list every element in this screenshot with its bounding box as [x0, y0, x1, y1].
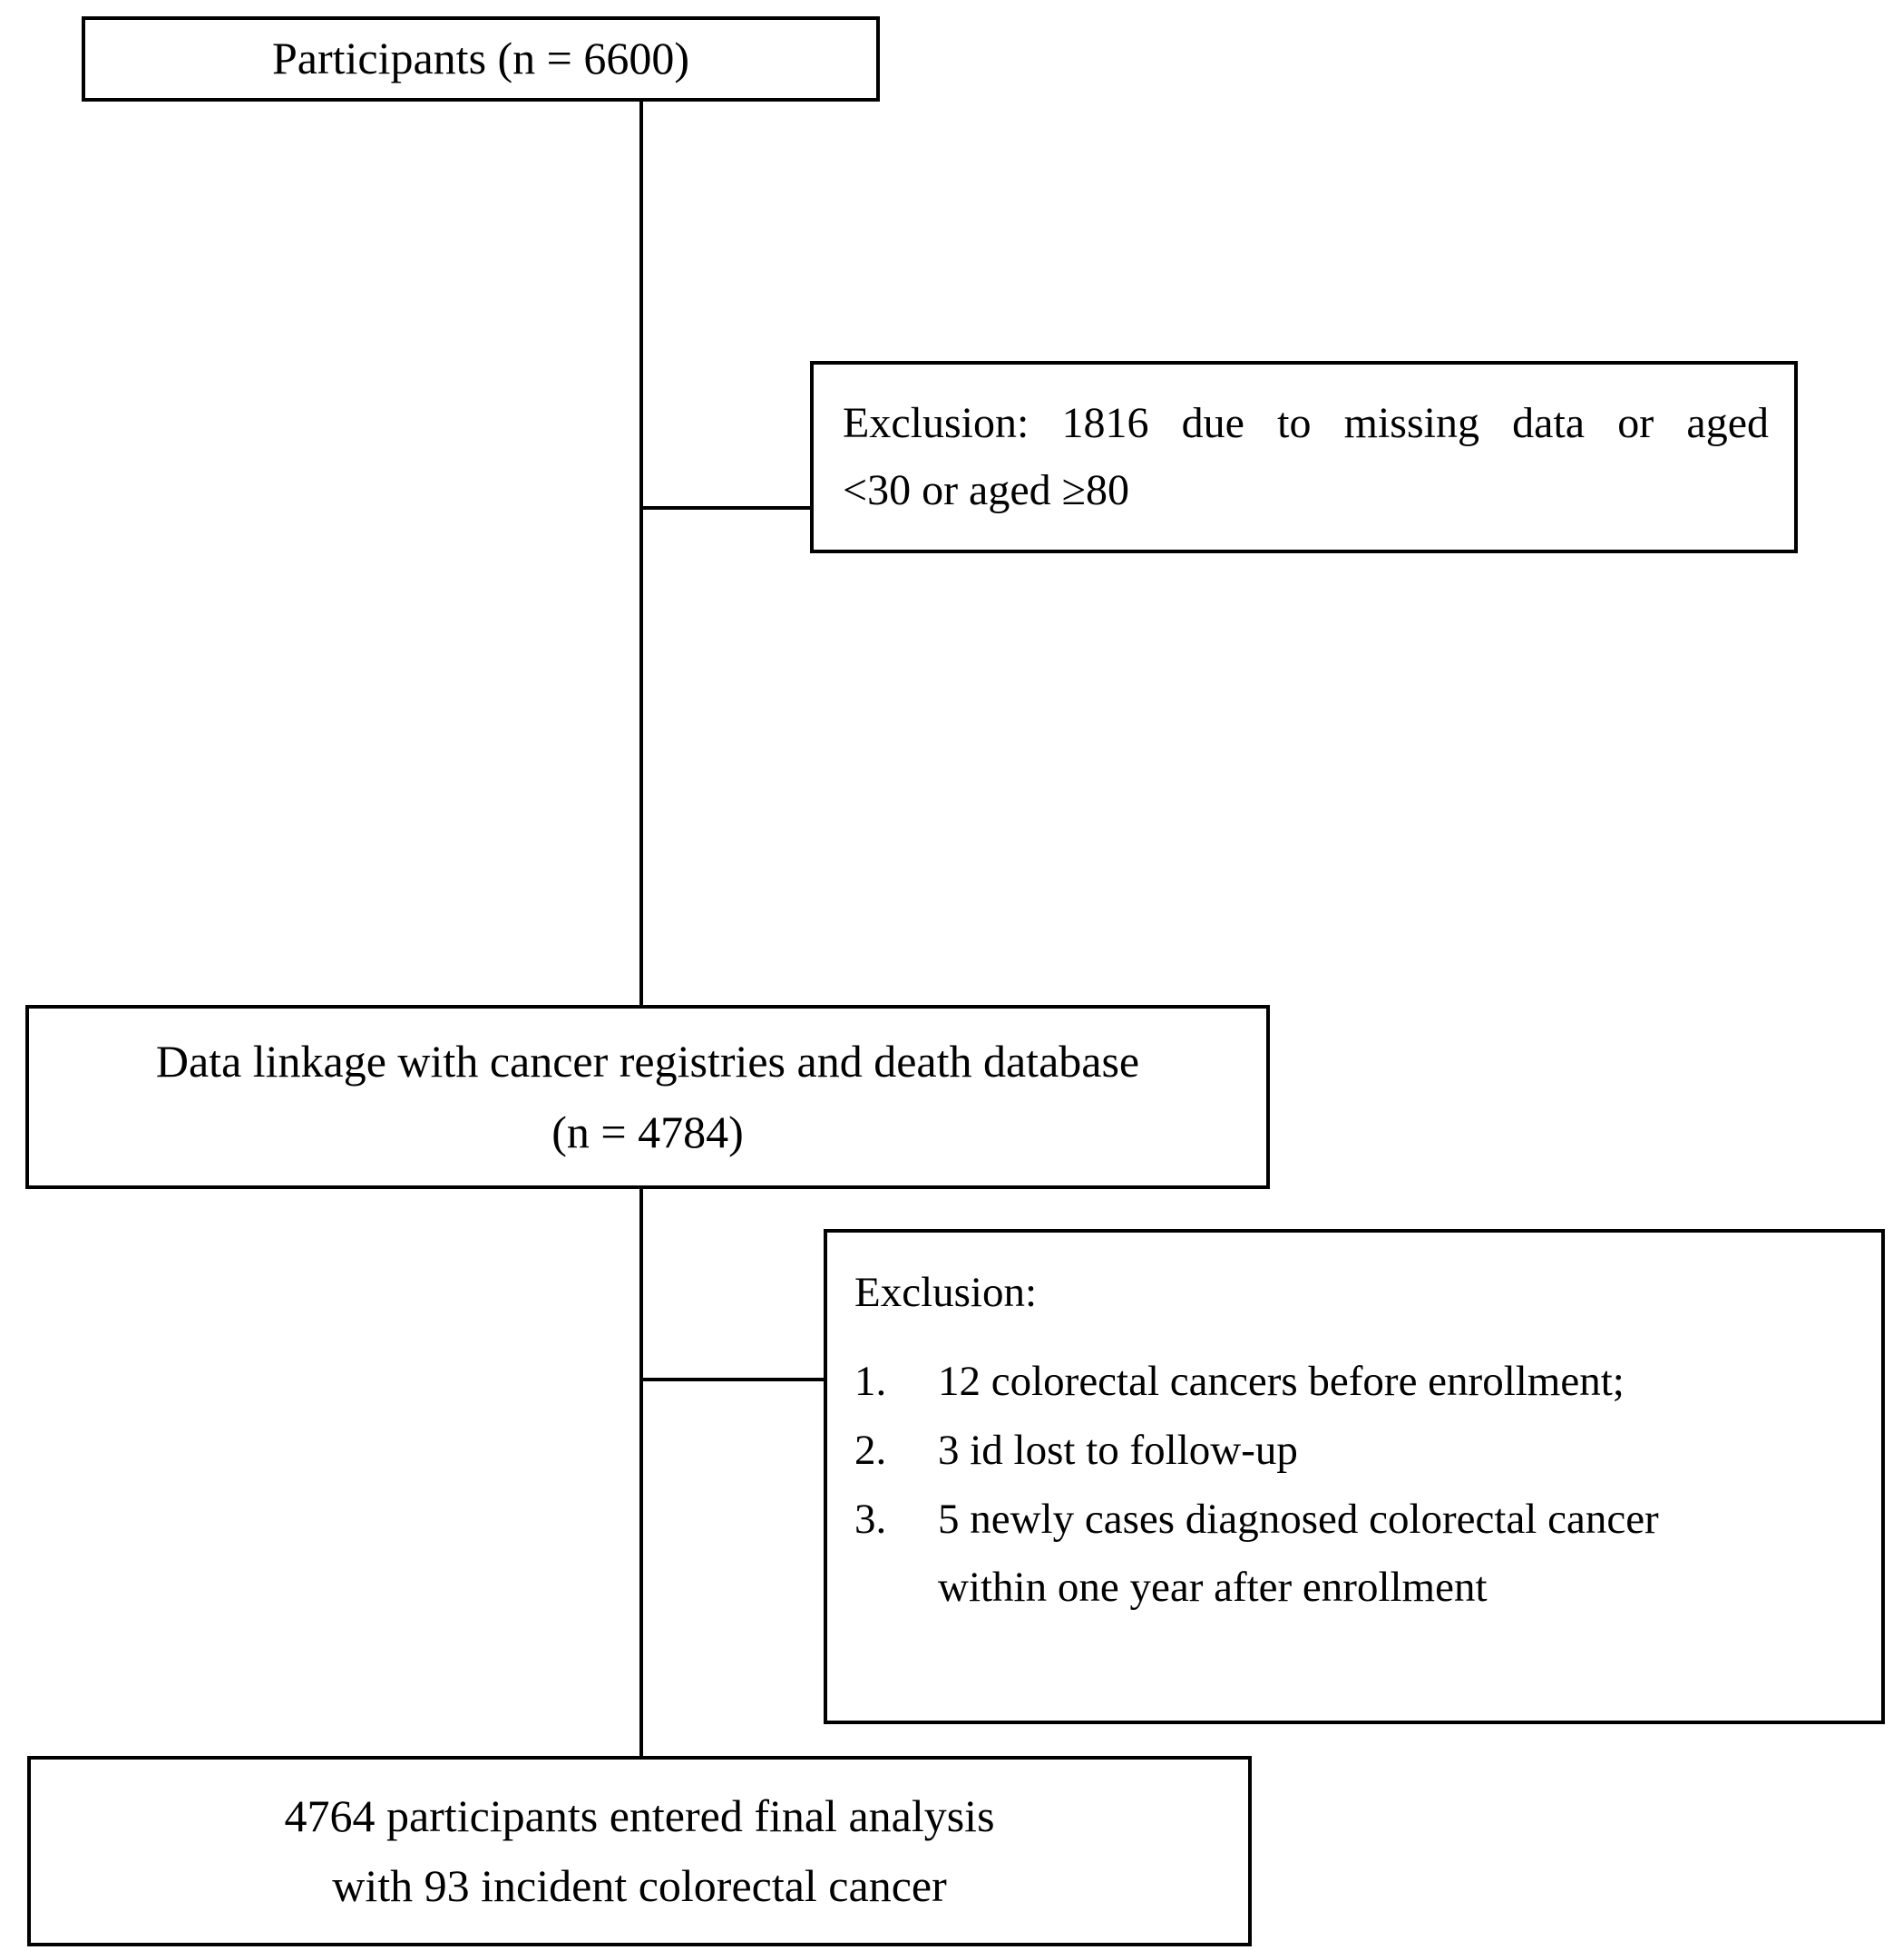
connector-participants-to-linkage — [639, 102, 643, 1007]
data-linkage-line-1: Data linkage with cancer registries and … — [155, 1036, 1140, 1087]
connector-to-exclusion-1 — [639, 506, 812, 510]
exclusion-2-heading: Exclusion: — [854, 1269, 1038, 1316]
list-item-text: 5 newly cases diagnosed colorectal cance… — [938, 1486, 1863, 1621]
node-final-analysis: 4764 participants entered final analysis… — [27, 1756, 1252, 1946]
exclusion-1-line-2: <30 or aged ≥80 — [843, 466, 1130, 514]
list-item-number: 2. — [854, 1427, 887, 1475]
data-linkage-line-2: (n = 4784) — [551, 1106, 744, 1157]
node-data-linkage: Data linkage with cancer registries and … — [25, 1005, 1270, 1189]
exclusion-2-list-item: 3. 5 newly cases diagnosed colorectal ca… — [854, 1486, 1863, 1621]
node-exclusion-2: Exclusion: 1. 12 colorectal cancers befo… — [824, 1229, 1885, 1724]
list-item-main-line: 12 colorectal cancers before enrollment; — [938, 1357, 1625, 1405]
list-item-main-line: 5 newly cases diagnosed colorectal cance… — [938, 1496, 1659, 1544]
list-item-text: 12 colorectal cancers before enrollment; — [938, 1348, 1863, 1415]
list-item-main-line: 3 id lost to follow-up — [938, 1427, 1298, 1475]
connector-linkage-to-final — [639, 1189, 643, 1758]
list-item-number: 1. — [854, 1357, 887, 1405]
exclusion-2-list: 1. 12 colorectal cancers before enrollme… — [854, 1348, 1863, 1623]
connector-to-exclusion-2 — [639, 1378, 825, 1381]
participants-label: Participants (n = 6600) — [271, 33, 690, 84]
list-item-number: 3. — [854, 1496, 887, 1544]
final-analysis-line-1: 4764 participants entered final analysis — [284, 1789, 995, 1841]
list-item-text: 3 id lost to follow-up — [938, 1417, 1863, 1484]
final-analysis-line-2: with 93 incident colorectal cancer — [332, 1860, 947, 1911]
exclusion-2-list-item: 1. 12 colorectal cancers before enrollme… — [854, 1348, 1863, 1415]
node-exclusion-1: Exclusion: 1816 due to missing data or a… — [810, 361, 1798, 553]
exclusion-2-list-item: 2. 3 id lost to follow-up — [854, 1417, 1863, 1484]
exclusion-1-line-1: Exclusion: 1816 due to missing data or a… — [843, 398, 1769, 447]
node-participants: Participants (n = 6600) — [82, 16, 880, 102]
list-item-continuation-line: within one year after enrollment — [938, 1563, 1488, 1611]
